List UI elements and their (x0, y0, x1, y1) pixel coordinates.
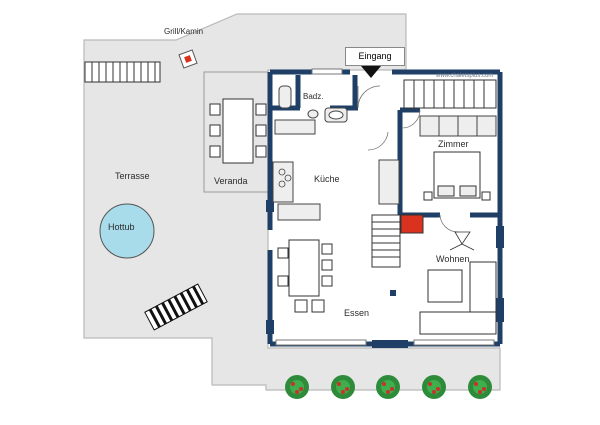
interior-stairs (371, 214, 401, 268)
shrubs (285, 375, 492, 399)
grill-icon (178, 49, 198, 69)
watermark: www.chaletsplus.com (436, 73, 494, 79)
terrace-stairs (84, 61, 161, 83)
fireplace-icon (400, 214, 424, 234)
hottub-label: Hottub (108, 222, 135, 232)
stove-burners (278, 168, 292, 188)
sun-lounger (144, 283, 208, 331)
living-room-label: Wohnen (436, 254, 470, 264)
veranda-label: Veranda (214, 176, 248, 186)
kitchen-label: Küche (314, 174, 340, 184)
bathroom-fixtures (278, 85, 348, 123)
entrance-label: Eingang (345, 47, 405, 66)
terrace-label: Terrasse (115, 171, 150, 181)
bedroom-label: Zimmer (438, 139, 469, 149)
window-frames (275, 68, 495, 346)
entrance-arrow-icon (361, 66, 381, 78)
wardrobe (419, 115, 497, 137)
veranda-table (209, 98, 267, 164)
hottub (99, 203, 155, 259)
floor-lamp-icon (449, 231, 475, 251)
grill-label: Grill/Kamin (164, 27, 204, 36)
dining-table (277, 239, 333, 313)
bed (423, 151, 491, 201)
kitchen-counter (272, 119, 400, 221)
dining-label: Essen (344, 308, 370, 318)
living-furniture (419, 261, 497, 335)
entrance-stairs (403, 79, 497, 109)
wall-blocks (266, 200, 504, 348)
bathroom-label: Badz. (303, 92, 324, 101)
